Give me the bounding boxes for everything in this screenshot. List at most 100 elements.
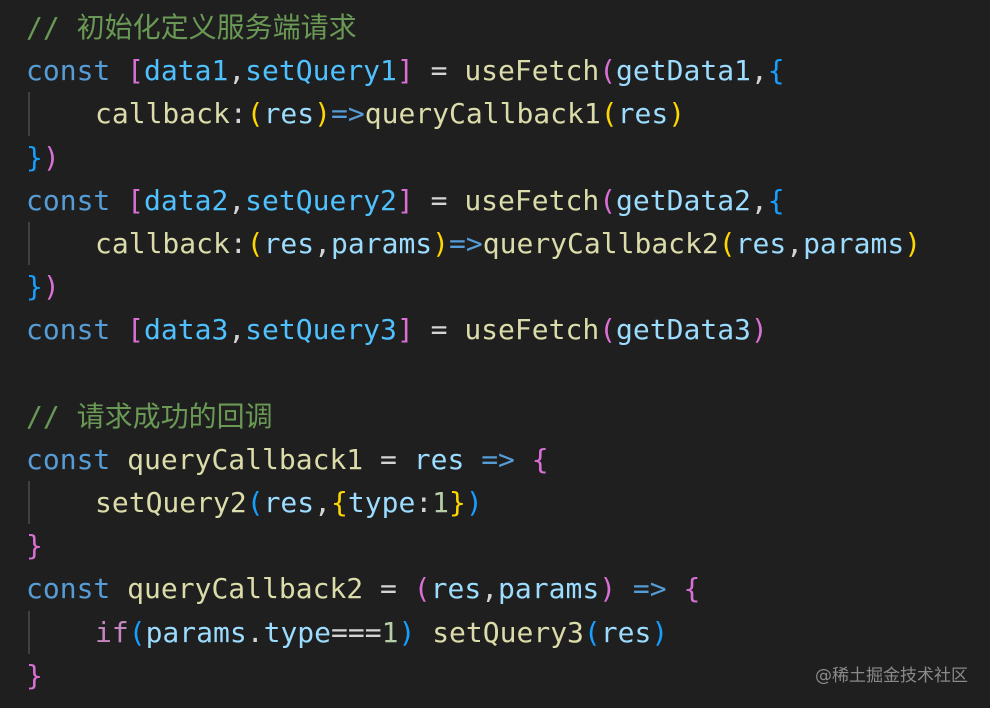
code-token: ( <box>413 572 431 606</box>
code-token: queryCallback1 <box>364 97 601 131</box>
code-token <box>110 572 127 605</box>
code-token: { <box>331 486 348 520</box>
code-token: ( <box>599 183 617 217</box>
code-token: ) <box>398 615 416 649</box>
code-token: res <box>263 97 315 131</box>
code-line: setQuery2(res,{type:1}) <box>0 481 990 525</box>
code-token: params <box>331 226 433 260</box>
code-token: useFetch <box>464 54 600 88</box>
code-token: if <box>95 615 129 649</box>
code-token: = <box>413 183 465 217</box>
code-token: ( <box>599 54 617 88</box>
code-line: const queryCallback2 = (res,params) => { <box>0 567 990 610</box>
code-token: type <box>347 486 416 520</box>
code-token: res <box>430 572 482 606</box>
code-token: [ <box>127 313 145 347</box>
code-token: ) <box>651 615 669 649</box>
code-token: = <box>413 54 465 88</box>
code-token: res <box>413 442 465 476</box>
code-token: // 初始化定义服务端请求 <box>26 11 357 44</box>
code-token: : <box>229 97 247 131</box>
code-token: : <box>415 486 433 520</box>
code-token: ( <box>583 615 601 649</box>
code-token: = <box>363 572 414 606</box>
code-token: queryCallback1 <box>127 442 364 476</box>
code-token <box>415 616 432 649</box>
code-token: ) <box>904 226 922 260</box>
code-token: ) <box>42 140 60 174</box>
code-token: // 请求成功的回调 <box>26 399 273 433</box>
code-token: data2 <box>144 183 229 217</box>
code-token: = <box>413 313 465 347</box>
code-line: const queryCallback1 = res => { <box>0 438 990 481</box>
code-token: getData3 <box>616 313 751 347</box>
code-line: const [data1,setQuery1] = useFetch(getDa… <box>0 49 990 92</box>
code-token <box>110 313 127 346</box>
code-token: , <box>228 54 246 88</box>
code-token: [ <box>127 183 145 217</box>
code-token: params <box>803 226 905 260</box>
code-token: ( <box>128 615 146 649</box>
code-token: ( <box>718 226 736 260</box>
code-token <box>464 443 481 476</box>
code-token: , <box>314 226 332 260</box>
code-token: res <box>617 97 669 131</box>
code-line: // 初始化定义服务端请求 <box>0 6 990 49</box>
code-token: , <box>481 572 499 606</box>
code-token <box>515 443 532 476</box>
code-line: const [data2,setQuery2] = useFetch(getDa… <box>0 179 990 222</box>
code-token: , <box>750 183 768 217</box>
code-token: res <box>263 486 315 520</box>
code-lines-container: // 初始化定义服务端请求 const [data1,setQuery1] = u… <box>0 6 990 697</box>
code-line: }) <box>0 136 990 179</box>
code-token: queryCallback2 <box>127 572 364 606</box>
code-token: ) <box>42 270 60 304</box>
code-token: ] <box>396 183 414 217</box>
code-token: => <box>449 226 483 260</box>
code-token: setQuery2 <box>245 183 397 217</box>
code-token: getData1 <box>616 54 751 88</box>
code-token: queryCallback2 <box>482 226 719 260</box>
code-token: ) <box>668 97 686 131</box>
code-token: } <box>26 658 43 692</box>
code-token: params <box>145 615 247 649</box>
code-token: : <box>229 226 247 260</box>
code-line: callback:(res,params)=>queryCallback2(re… <box>0 221 990 266</box>
code-token: [ <box>127 54 145 88</box>
code-token: params <box>498 572 600 606</box>
code-token: { <box>531 442 549 476</box>
code-token: callback <box>95 97 230 131</box>
code-token: ( <box>600 97 618 131</box>
indent-guide <box>28 92 30 136</box>
code-token: const <box>26 183 111 217</box>
code-token: setQuery3 <box>432 615 584 649</box>
code-token: callback <box>95 226 230 260</box>
code-token: } <box>449 486 466 520</box>
code-token: res <box>263 226 315 260</box>
code-token: const <box>26 313 111 347</box>
code-token: ] <box>396 313 414 347</box>
code-token: getData2 <box>616 183 751 217</box>
code-token: res <box>600 615 652 649</box>
code-token: 1 <box>432 486 450 520</box>
code-token: . <box>246 615 264 649</box>
code-token: ( <box>599 313 617 347</box>
code-token: const <box>26 54 111 88</box>
code-token: ( <box>246 226 264 260</box>
watermark-text: @稀土掘金技术社区 <box>815 666 968 686</box>
code-token: const <box>26 442 111 476</box>
code-token: => <box>632 572 667 606</box>
code-token: ) <box>465 486 483 520</box>
code-token: { <box>767 54 785 88</box>
code-token: type <box>263 615 332 649</box>
code-line: } <box>0 524 990 567</box>
code-token <box>110 443 127 476</box>
code-token: , <box>228 183 246 217</box>
code-token: { <box>683 572 701 606</box>
code-line: if(params.type===1) setQuery3(res) <box>0 610 990 654</box>
code-token: setQuery1 <box>245 54 397 88</box>
code-token: , <box>228 313 246 347</box>
code-token: === <box>331 615 382 649</box>
code-line: } <box>0 654 990 697</box>
